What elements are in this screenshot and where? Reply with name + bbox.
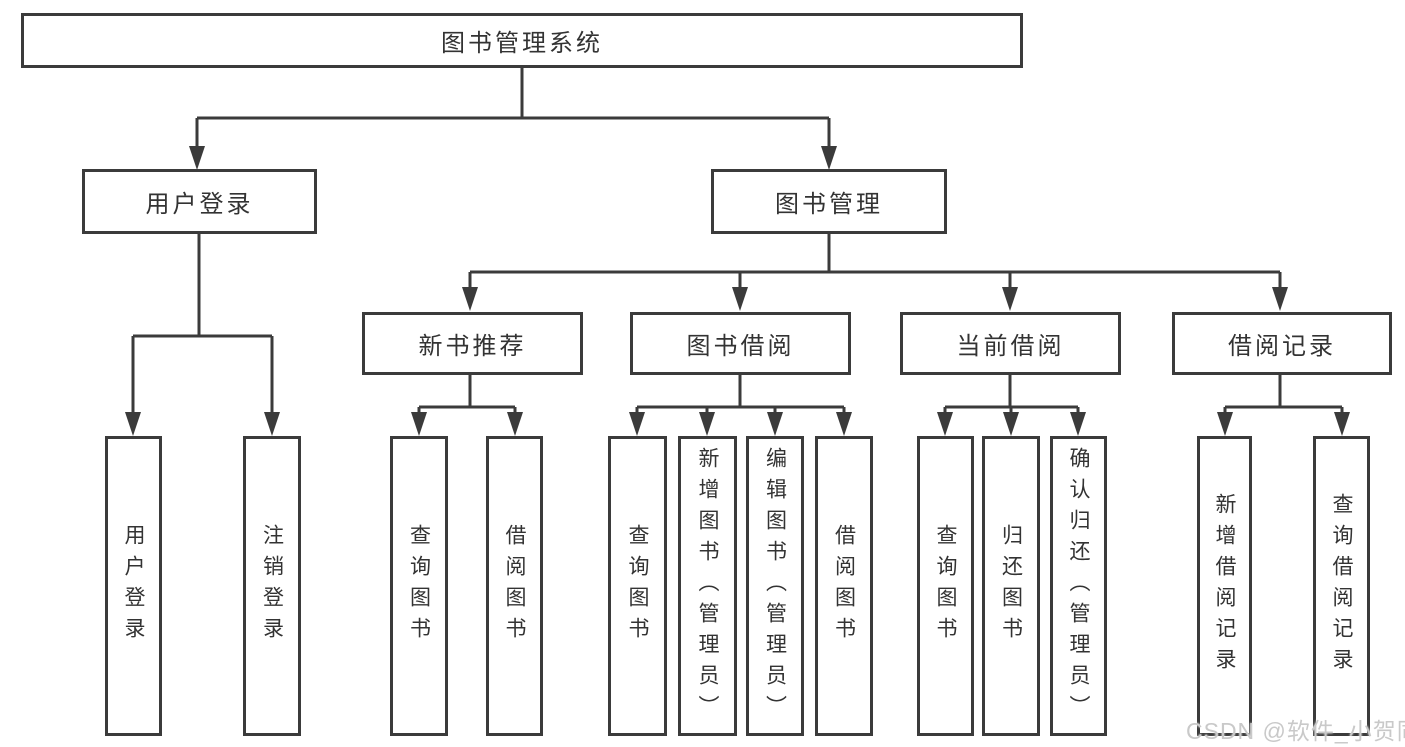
- leaf-query-borrow-record: 查询借阅记录: [1313, 436, 1370, 736]
- leaf-label: 新增图书（管理员）: [696, 446, 719, 726]
- leaf-label: 注销登录: [260, 524, 284, 648]
- leaf-return-book: 归还图书: [982, 436, 1040, 736]
- leaf-label: 新增借阅记录: [1213, 493, 1236, 679]
- leaf-user-login: 用户登录: [105, 436, 162, 736]
- leaf-query-books-current: 查询图书: [917, 436, 974, 736]
- csdn-watermark: CSDN @软件_小贺同学: [1186, 718, 1405, 744]
- node-book-borrow: 图书借阅: [630, 312, 851, 375]
- node-current-borrow: 当前借阅: [900, 312, 1121, 375]
- leaf-add-book-admin: 新增图书（管理员）: [678, 436, 737, 736]
- node-borrow-record: 借阅记录: [1172, 312, 1392, 375]
- leaf-label: 归还图书: [999, 524, 1023, 648]
- leaf-query-books-borrow: 查询图书: [608, 436, 667, 736]
- node-library-management-system: 图书管理系统: [21, 13, 1023, 68]
- leaf-query-books-recommend: 查询图书: [390, 436, 448, 736]
- leaf-label: 编辑图书（管理员）: [763, 446, 787, 726]
- leaf-borrow-books-recommend: 借阅图书: [486, 436, 543, 736]
- leaf-label: 用户登录: [122, 524, 145, 648]
- node-new-book-recommend: 新书推荐: [362, 312, 583, 375]
- leaf-add-borrow-record: 新增借阅记录: [1197, 436, 1252, 736]
- leaf-borrow-books: 借阅图书: [815, 436, 873, 736]
- leaf-label: 查询图书: [934, 524, 957, 648]
- arrowhead-icons: [125, 146, 1350, 436]
- node-user-login: 用户登录: [82, 169, 317, 234]
- leaf-label: 查询借阅记录: [1330, 493, 1353, 679]
- leaf-confirm-return-admin: 确认归还（管理员）: [1050, 436, 1107, 736]
- leaf-edit-book-admin: 编辑图书（管理员）: [746, 436, 804, 736]
- node-book-management: 图书管理: [711, 169, 947, 234]
- leaf-logout: 注销登录: [243, 436, 301, 736]
- leaf-label: 确认归还（管理员）: [1067, 446, 1090, 726]
- leaf-label: 借阅图书: [832, 524, 856, 648]
- leaf-label: 查询图书: [626, 524, 649, 648]
- leaf-label: 查询图书: [407, 524, 431, 648]
- leaf-label: 借阅图书: [503, 524, 526, 648]
